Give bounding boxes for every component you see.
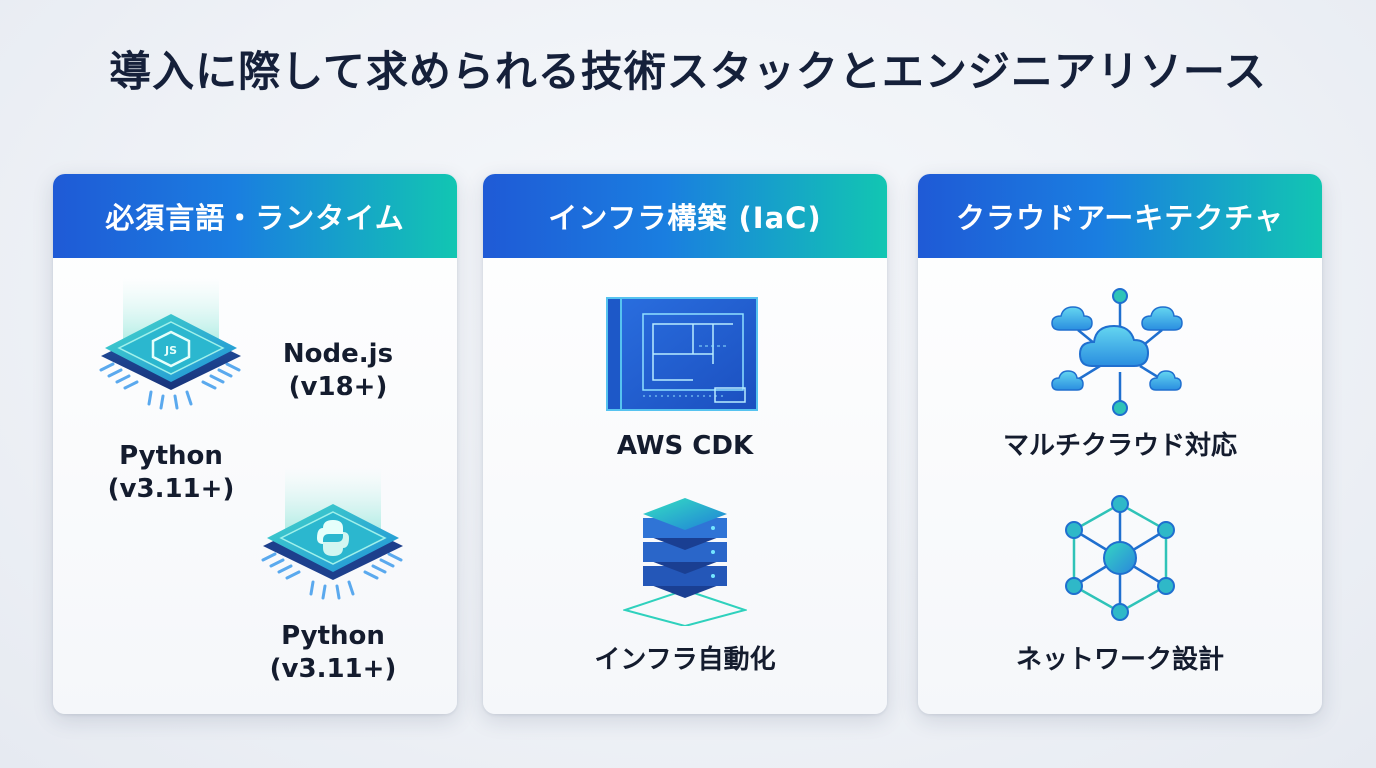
runtime-label-python-2: Python (v3.11+): [269, 621, 397, 684]
card-runtimes: 必須言語・ランタイム: [53, 174, 457, 714]
runtime-label-python-1: Python (v3.11+): [107, 441, 235, 504]
iac-label-aws-cdk: AWS CDK: [616, 431, 754, 461]
server-stack-icon: [623, 498, 747, 626]
card-header-cloud: クラウドアーキテクチャ: [918, 174, 1322, 258]
page-title: 導入に際して求められる技術スタックとエンジニアリソース: [109, 47, 1267, 96]
python-chip-icon: [261, 468, 403, 600]
svg-text:JS: JS: [164, 344, 177, 357]
card-cloud: クラウドアーキテクチャ: [918, 174, 1322, 714]
cloud-label-multicloud: マルチクラウド対応: [1002, 431, 1237, 461]
card-iac: インフラ構築 (IaC) AWS CDK: [483, 174, 887, 714]
cloud-network-icon: [1051, 288, 1183, 416]
nodejs-chip-icon: JS: [99, 278, 241, 410]
cloud-label-network-design: ネットワーク設計: [1015, 645, 1224, 675]
card-header-iac: インフラ構築 (IaC): [483, 174, 887, 258]
blueprint-icon: [606, 297, 758, 411]
network-hexagon-icon: [1065, 495, 1175, 621]
runtime-label-nodejs: Node.js (v18+): [282, 339, 394, 402]
iac-label-automation: インフラ自動化: [594, 645, 776, 675]
card-header-runtimes: 必須言語・ランタイム: [53, 174, 457, 258]
